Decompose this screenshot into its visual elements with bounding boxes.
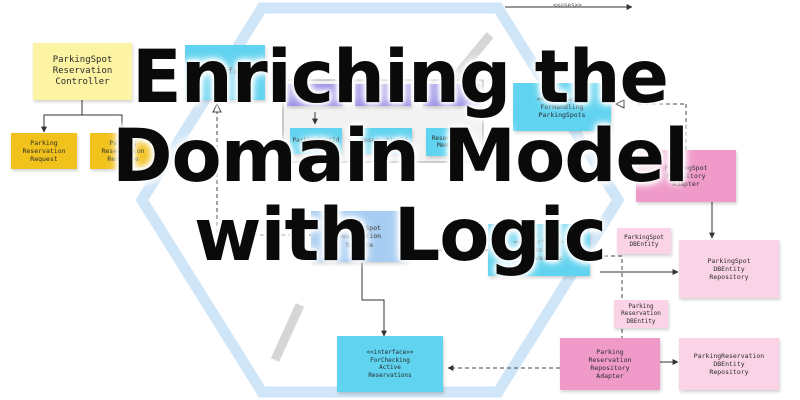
connector (361, 262, 387, 337)
headline-title: Enriching the Domain Model with Logic (0, 38, 800, 275)
connector (82, 114, 125, 133)
parking-spot-dbentity-repo-note: ParkingSpot DBEntity Repository (679, 240, 779, 298)
reservation-dbentity-repo-note: ParkingReservation DBEntity Repository (679, 338, 779, 390)
parking-spot-adapter-note: ParkingSpot Repository Adapter (636, 150, 736, 202)
uses-legend-label: <<uses>> (553, 2, 582, 9)
reservation-id-note: ReservationId (356, 128, 412, 154)
domain-model-purple-note (355, 84, 411, 106)
hexagon-boundary (135, 2, 625, 398)
domain-model-purple-note (287, 84, 343, 106)
interface-parking-spots-note: <<interface>> ForHandling ParkingSpots (513, 83, 611, 131)
parking-reservation-dbentity-note: Parking Reservation DBEntity (614, 300, 668, 328)
arrowhead (614, 99, 625, 109)
interface-left-note: <<interface>> (185, 45, 265, 100)
reservation-service-note: ParkingSpot Reservation Service (311, 211, 408, 262)
headline-line-1: Enriching the (131, 35, 669, 120)
grey-stroke (270, 303, 305, 362)
domain-model-purple-note (423, 84, 479, 106)
arrowhead (212, 102, 222, 113)
connector (41, 100, 83, 133)
reservation-response-note: Parking Reservation Response (90, 133, 156, 169)
reservation-request-note: Parking Reservation Request (11, 133, 77, 169)
reserving-member-note: Reserving Member (426, 128, 470, 156)
reservation-repo-adapter-note: Parking Reservation Repository Adapter (560, 338, 660, 390)
parking-spot-id-note: ParkingSpotId (290, 128, 342, 154)
interface-storing-note: <<interface>> ForStoring Reservations (488, 224, 590, 276)
headline-line-3: with Logic (194, 193, 607, 278)
headline-line-2: Domain Model (111, 114, 689, 199)
interface-checking-note: <<interface>> ForChecking Active Reserva… (337, 336, 443, 392)
reservation-controller-note: ParkingSpot Reservation Controller (33, 43, 132, 100)
parking-spot-dbentity-note: ParkingSpot DBEntity (617, 228, 671, 254)
